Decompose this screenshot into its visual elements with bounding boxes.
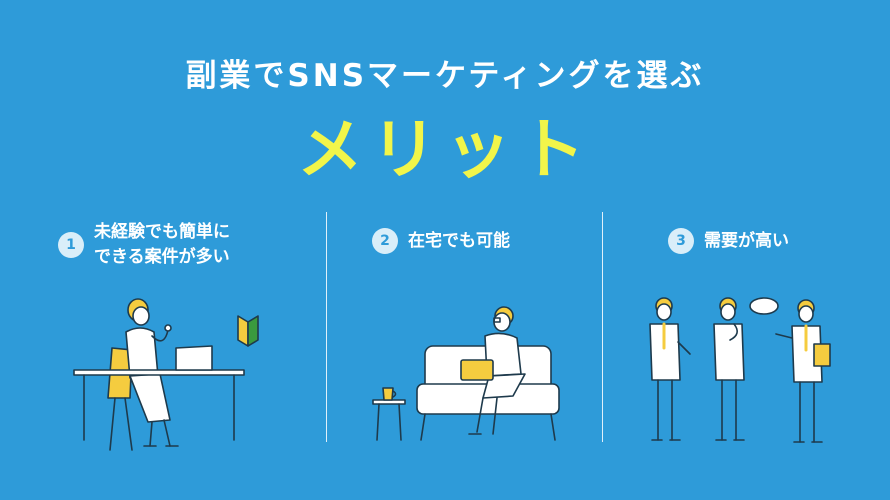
point-1: 1 未経験でも簡単に できる案件が多い (58, 220, 230, 270)
beginner-mark-icon (237, 315, 249, 347)
coffee-cup-icon (382, 387, 394, 401)
point-3: 3 需要が高い (668, 228, 789, 254)
point-2: 2 在宅でも可能 (372, 228, 510, 254)
folder-icon (813, 343, 831, 367)
laptop-icon (460, 359, 494, 381)
divider-left (326, 212, 327, 442)
point-2-number: 2 (372, 228, 398, 254)
scene-business-people (649, 297, 831, 443)
point-1-number: 1 (58, 232, 84, 258)
point-1-line2: できる案件が多い (94, 247, 230, 267)
scene-sofa-worker (372, 306, 560, 441)
subtitle: 副業でSNSマーケティングを選ぶ (185, 58, 705, 94)
point-3-number: 3 (668, 228, 694, 254)
point-3-text: 需要が高い (704, 230, 789, 251)
point-2-text: 在宅でも可能 (408, 230, 510, 251)
point-1-line1: 未経験でも簡単に (94, 222, 230, 242)
main-title: メリット (297, 111, 593, 188)
speech-bubble-icon (749, 297, 779, 315)
scene-desk-worker (73, 298, 259, 451)
point-1-text: 未経験でも簡単に できる案件が多い (94, 220, 230, 270)
laptop-icon (175, 345, 213, 371)
divider-right (602, 212, 603, 442)
